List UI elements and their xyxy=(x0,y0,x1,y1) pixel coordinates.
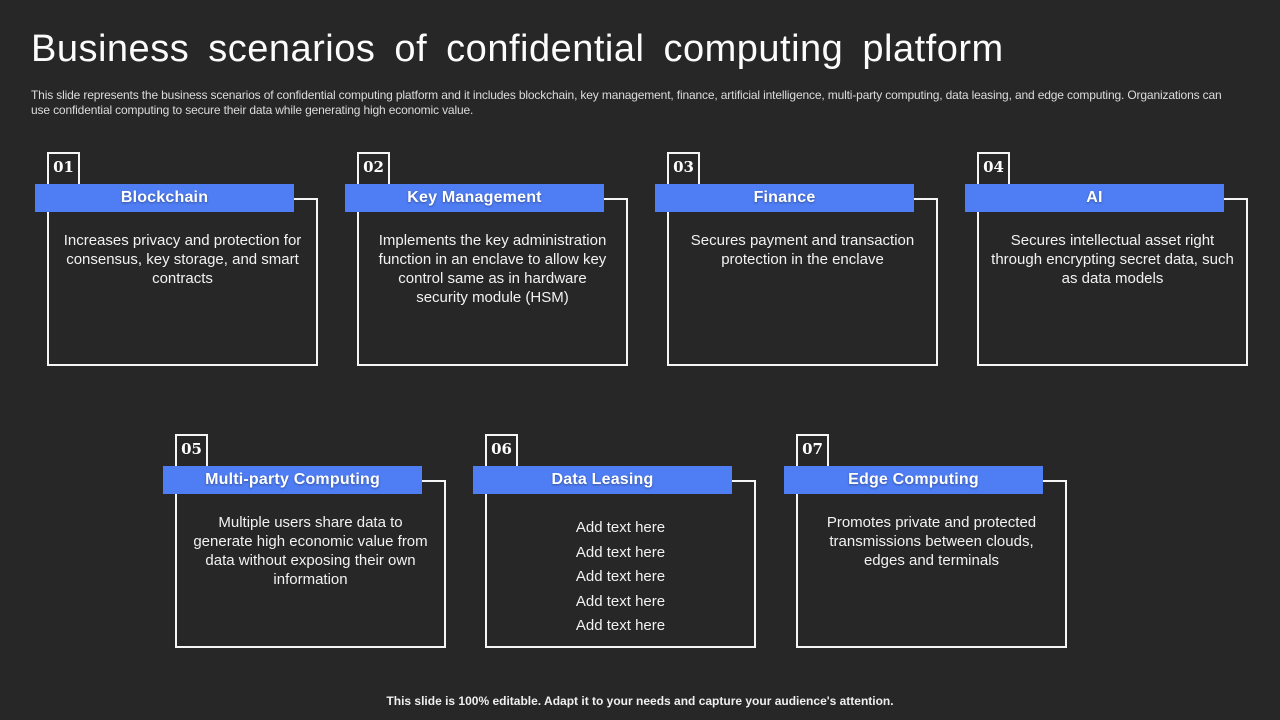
card-blockchain: 01 Blockchain Increases privacy and prot… xyxy=(35,152,318,367)
card-body-text: Implements the key administration functi… xyxy=(378,232,607,306)
card-title-bar: Data Leasing xyxy=(473,466,732,494)
card-title-bar: Key Management xyxy=(345,184,604,212)
card-title-bar: Blockchain xyxy=(35,184,294,212)
card-edge-computing: 07 Edge Computing Promotes private and p… xyxy=(784,434,1067,649)
card-number-badge: 02 xyxy=(357,152,390,188)
card-number-badge: 05 xyxy=(175,434,208,470)
card-number: 07 xyxy=(802,440,823,458)
card-body-text: Increases privacy and protection for con… xyxy=(63,232,302,287)
card-number: 03 xyxy=(673,158,694,176)
card-number: 04 xyxy=(983,158,1004,176)
card-title-bar: Edge Computing xyxy=(784,466,1043,494)
card-number-badge: 04 xyxy=(977,152,1010,188)
card-body-placeholder-text: Add text here Add text here Add text her… xyxy=(575,519,666,634)
card-number-badge: 06 xyxy=(485,434,518,470)
slide-title: Business scenarios of confidential compu… xyxy=(31,28,1004,70)
card-body-text: Promotes private and protected transmiss… xyxy=(826,514,1037,569)
card-finance: 03 Finance Secures payment and transacti… xyxy=(655,152,938,367)
card-number: 05 xyxy=(181,440,202,458)
card-number: 02 xyxy=(363,158,384,176)
card-ai: 04 AI Secures intellectual asset right t… xyxy=(965,152,1248,367)
card-data-leasing: 06 Data Leasing Add text here Add text h… xyxy=(473,434,756,649)
card-title-bar: Multi-party Computing xyxy=(163,466,422,494)
card-body-text: Multiple users share data to generate hi… xyxy=(193,514,428,588)
card-key-management: 02 Key Management Implements the key adm… xyxy=(345,152,628,367)
slide-description: This slide represents the business scena… xyxy=(31,88,1222,117)
card-multi-party-computing: 05 Multi-party Computing Multiple users … xyxy=(163,434,446,649)
card-number-badge: 03 xyxy=(667,152,700,188)
card-title-bar: Finance xyxy=(655,184,914,212)
card-number: 01 xyxy=(53,158,74,176)
card-body-text: Secures intellectual asset right through… xyxy=(991,232,1234,287)
card-body-text: Secures payment and transaction protecti… xyxy=(690,232,915,268)
card-title-bar: AI xyxy=(965,184,1224,212)
card-number: 06 xyxy=(491,440,512,458)
card-number-badge: 07 xyxy=(796,434,829,470)
card-number-badge: 01 xyxy=(47,152,80,188)
footer-note: This slide is 100% editable. Adapt it to… xyxy=(386,694,894,708)
